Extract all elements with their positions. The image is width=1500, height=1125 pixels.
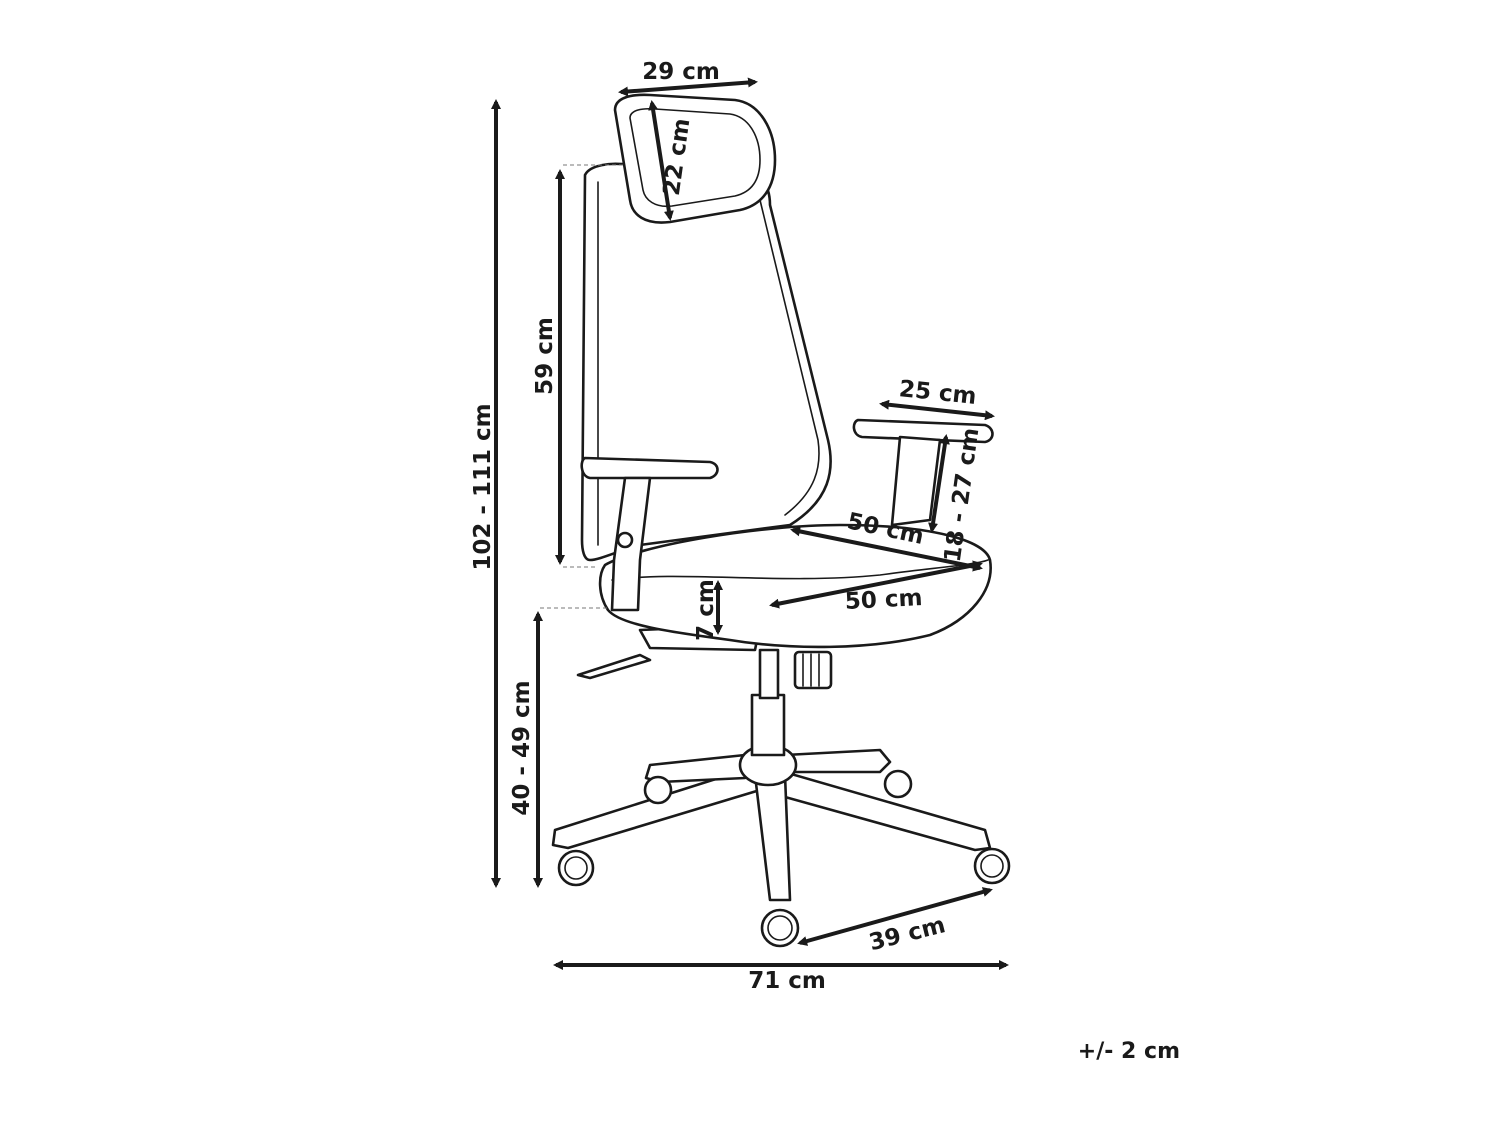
label-tolerance: +/- 2 cm — [1078, 1039, 1180, 1064]
label-seat-thickness: 7 cm — [693, 579, 719, 641]
chair-base — [551, 648, 1011, 948]
arrow-armrest-height — [928, 434, 950, 533]
arrow-base-leg — [797, 887, 993, 946]
guide-lines — [540, 164, 625, 609]
chair-backrest — [580, 162, 832, 562]
armrest-left — [580, 456, 719, 612]
arrow-headrest-width — [618, 77, 758, 97]
label-headrest-width: 29 cm — [642, 59, 720, 85]
label-base-leg: 39 cm — [867, 912, 949, 956]
arrow-seat-width — [769, 560, 983, 609]
label-total-width: 71 cm — [748, 968, 826, 994]
caster-left — [557, 849, 595, 887]
chair-headrest — [613, 93, 777, 224]
caster-front — [760, 908, 800, 948]
label-backrest-height: 59 cm — [532, 317, 558, 395]
chair-illustration — [551, 93, 1011, 948]
arrow-armrest-length — [879, 399, 995, 421]
arrow-headrest-height — [648, 100, 674, 221]
label-seat-width: 50 cm — [844, 585, 923, 615]
label-armrest-length: 25 cm — [898, 376, 978, 410]
caster-right — [973, 847, 1011, 885]
caster-back-right — [883, 769, 913, 799]
dimension-arrows — [491, 77, 1009, 970]
armrest-right — [852, 418, 994, 527]
label-seat-height: 40 - 49 cm — [509, 680, 535, 815]
label-total-height: 102 - 111 cm — [470, 403, 496, 570]
caster-back-left — [643, 775, 673, 805]
